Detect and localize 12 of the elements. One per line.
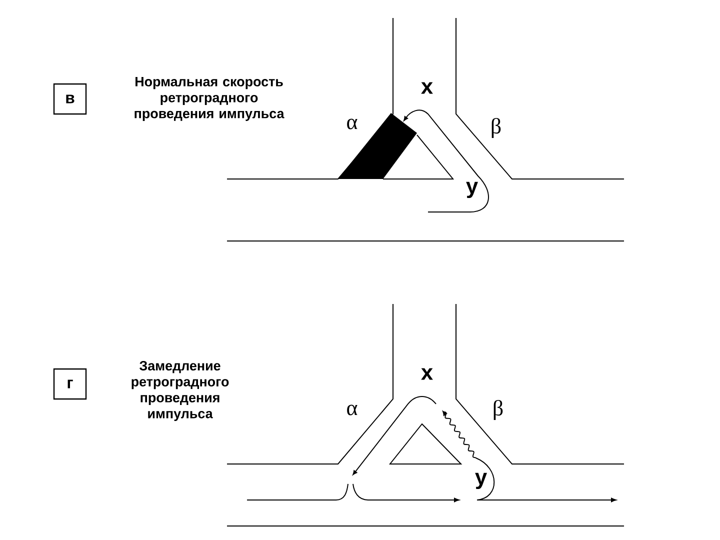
panel-heading: Замедление ретроградного проведения импульса bbox=[132, 361, 229, 421]
branch-label: β bbox=[492, 118, 501, 138]
branch-label: α bbox=[347, 118, 358, 130]
branch-label: α bbox=[347, 404, 358, 416]
panel-heading: Нормальная скорость ретроградного проведения импульса bbox=[134, 77, 284, 121]
panel-letter-box: в bbox=[53, 83, 87, 115]
point-label: y bbox=[475, 472, 487, 490]
point-label: y bbox=[466, 182, 478, 198]
point-label: x bbox=[421, 82, 433, 94]
branch-label: β bbox=[494, 400, 503, 420]
panel-letter-box: г bbox=[53, 368, 87, 400]
point-label: x bbox=[421, 368, 433, 380]
